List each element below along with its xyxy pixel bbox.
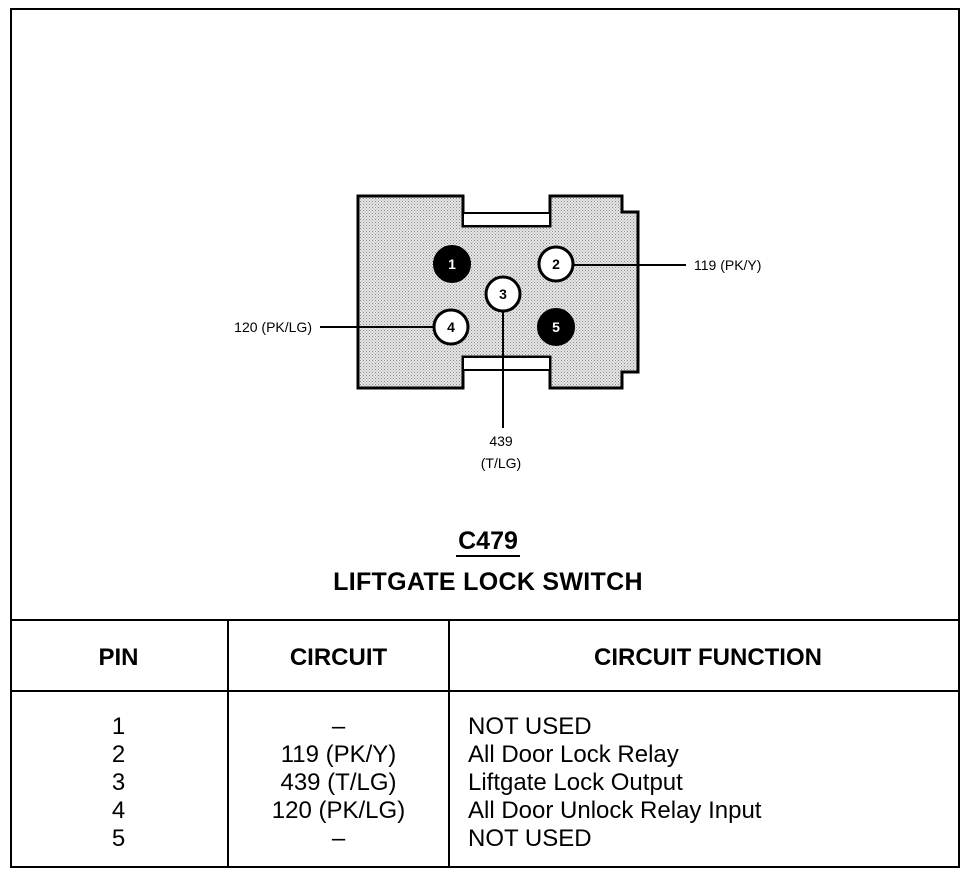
pin-3-number: 3 [499,286,507,302]
table-column-divider-2 [448,620,450,866]
pin-2-number: 2 [552,256,560,272]
circuit-cell: 439 (T/LG) [280,769,397,796]
wire-label-pin-3-line1: 439 [489,433,513,449]
pin-cell: 2 [111,741,126,768]
wire-label-pin-3-line2: (T/LG) [481,455,521,471]
pin-cell: 3 [111,769,126,796]
function-column: NOT USED All Door Lock Relay Liftgate Lo… [468,713,948,853]
pin-cell: 5 [111,825,126,852]
connector-id-text: C479 [456,527,520,557]
table-column-divider-1 [227,620,229,866]
circuit-column: – 119 (PK/Y) 439 (T/LG) 120 (PK/LG) – [229,713,448,853]
pin-1-number: 1 [448,256,456,272]
pin-cell: 1 [111,713,126,740]
circuit-cell: – [331,713,346,740]
function-cell: All Door Lock Relay [468,741,679,768]
table-header-divider [10,690,958,692]
function-cell: NOT USED [468,825,592,852]
header-circuit-function: CIRCUIT FUNCTION [594,644,822,671]
table-top-border [10,619,958,621]
pin-1-cavity: 1 [433,245,471,283]
upper-key-rail [462,212,551,227]
pin-column: 1 2 3 4 5 [10,713,227,853]
diagram-frame [10,8,960,868]
pin-4-cavity: 4 [432,308,470,346]
function-cell: NOT USED [468,713,592,740]
connector-diagram: 1 2 3 4 5 119 (PK/Y) 120 (PK/LG) 439 (T/… [234,194,761,471]
function-cell: All Door Unlock Relay Input [468,797,762,824]
wire-label-pin-2: 119 (PK/Y) [694,257,761,273]
pin-5-cavity: 5 [537,308,575,346]
pin-3-cavity: 3 [484,275,522,313]
header-circuit: CIRCUIT [289,644,388,671]
circuit-cell: 119 (PK/Y) [280,741,397,768]
lower-key-rail [462,356,551,371]
header-pin: PIN [98,644,139,671]
circuit-cell: – [331,825,346,852]
wire-label-pin-4: 120 (PK/LG) [234,319,312,335]
pin-4-number: 4 [447,319,455,335]
pin-cell: 4 [111,797,126,824]
connector-name: LIFTGATE LOCK SWITCH [333,568,643,596]
function-cell: Liftgate Lock Output [468,769,683,796]
pin-2-cavity: 2 [537,245,575,283]
pin-5-number: 5 [552,319,560,335]
circuit-cell: 120 (PK/LG) [271,797,406,824]
connector-id: C479 [0,527,976,557]
